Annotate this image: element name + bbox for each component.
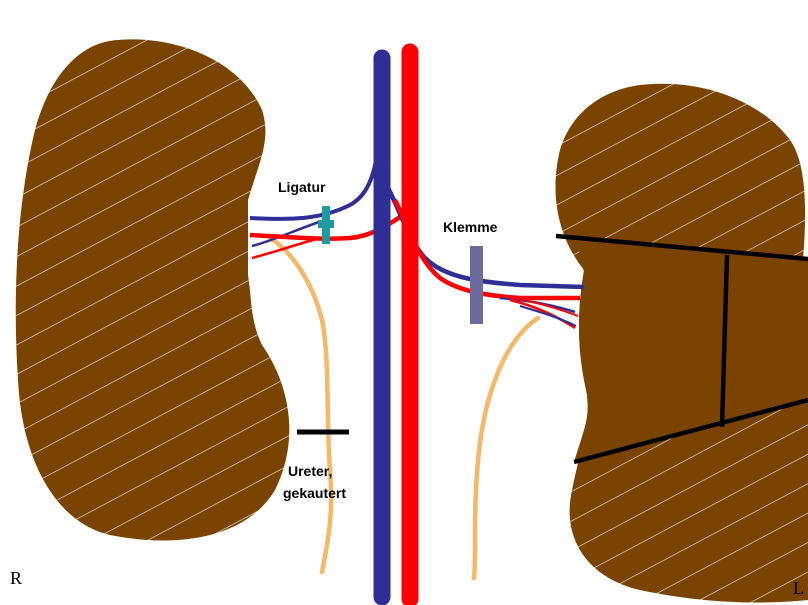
ureter-label-line1: Ureter, (288, 463, 332, 479)
ureter-label-line2: gekautert (283, 485, 346, 501)
left-ureter (474, 318, 538, 578)
right-renal-vein (250, 128, 380, 219)
right-renal-artery-branch (252, 238, 320, 258)
clamp (470, 246, 483, 324)
side-label-left: L (793, 578, 804, 598)
ligature-label: Ligatur (278, 179, 326, 195)
right-renal-vein-branch (252, 220, 325, 246)
side-label-right: R (10, 568, 22, 588)
right-kidney (16, 39, 290, 540)
ligature-marker-knot (318, 220, 334, 228)
clamp-label: Klemme (443, 219, 498, 235)
